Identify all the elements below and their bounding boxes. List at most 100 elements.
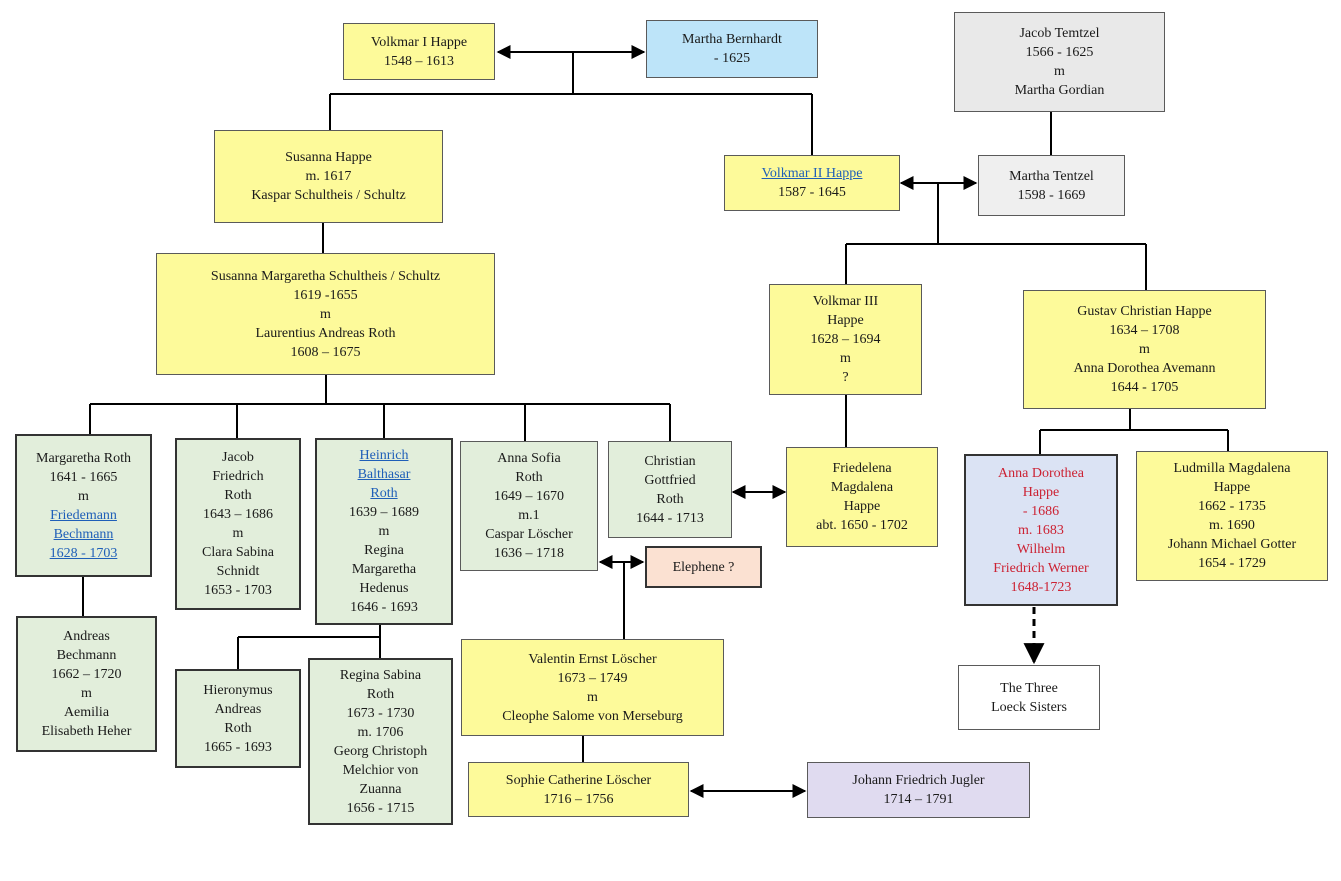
person-text-line: Roth (656, 491, 684, 507)
person-text-line: m (78, 488, 89, 504)
person-text-line: 1673 – 1749 (557, 670, 628, 686)
person-text-line: m (1054, 64, 1065, 79)
person-text-line: Margaretha (351, 562, 417, 577)
person-text-line: Andreas (63, 629, 110, 644)
person-text-line: Roth (224, 720, 252, 736)
person-text-line: 1636 – 1718 (494, 546, 564, 561)
person-text-line[interactable]: Roth (370, 486, 398, 501)
person-text-line: 1644 - 1705 (1110, 380, 1179, 395)
person-text-line: Martha Tentzel (1009, 168, 1094, 184)
person-text-line: Anna Dorothea Avemann (1073, 361, 1216, 376)
person-text-line: Friedelena (832, 461, 892, 476)
person-text-line: 1649 – 1670 (494, 489, 564, 504)
person-text-line: Zuanna (359, 781, 402, 797)
person-text-line: Georg Christoph (333, 743, 428, 759)
person-text-line: Happe (1213, 480, 1251, 495)
person-text-line: 1656 - 1715 (346, 800, 415, 816)
person-text-line: Anna Sofia (497, 451, 561, 466)
person-text-line[interactable]: Balthasar (357, 467, 411, 482)
person-text-line: Johann Friedrich Jugler (852, 773, 985, 788)
person-text-line: ? (842, 370, 849, 385)
person-text-line: Gottfried (644, 472, 696, 488)
person-box-martha-tentzel: Martha Tentzel 1598 - 1669 (978, 155, 1125, 216)
person-text-line: 1654 - 1729 (1198, 556, 1266, 571)
person-text-line: The Three (1000, 680, 1058, 696)
person-text-line: Melchior von (342, 762, 419, 778)
person-text-line: Laurentius Andreas Roth (255, 325, 396, 341)
person-text-line: Christian (644, 453, 696, 469)
person-text-line: Cleophe Salome von Merseburg (502, 708, 683, 724)
person-text-line: 1628 – 1694 (810, 332, 881, 347)
person-text-line: Magdalena (830, 480, 894, 495)
person-text-line: 1673 - 1730 (346, 705, 415, 721)
person-text-line: Wilhelm (1016, 541, 1066, 557)
person-text-line: Martha Gordian (1014, 83, 1105, 98)
person-text-line: m (1139, 342, 1150, 357)
person-text-line[interactable]: Heinrich (359, 448, 409, 463)
person-text-line: m (587, 689, 598, 705)
person-text-line: Roth (224, 488, 252, 503)
person-text-line: Roth (366, 686, 395, 702)
person-text-line: Martha Bernhardt (682, 32, 782, 47)
person-text-line: Friedrich (212, 469, 264, 484)
person-text-line: m (81, 686, 92, 701)
person-text-line: 1716 – 1756 (543, 791, 614, 807)
person-text-line: m. 1706 (357, 724, 404, 740)
person-text-line: m.1 (518, 508, 540, 523)
person-text-line: Ludmilla Magdalena (1173, 461, 1291, 476)
person-text-line[interactable]: Friedemann (50, 507, 117, 523)
person-text-line: Clara Sabina (202, 545, 274, 560)
person-text-line: Volkmar III (812, 294, 879, 309)
person-box-elephene: Elephene ? (645, 546, 762, 588)
person-text-line: 1646 - 1693 (350, 600, 418, 615)
person-text-line: Hedenus (359, 581, 409, 596)
person-box-volkmar2: Volkmar II Happe 1587 - 1645 (724, 155, 900, 211)
person-text-line: 1644 - 1713 (636, 510, 704, 526)
person-text-line: m (378, 524, 390, 539)
person-text-line: Regina Sabina (339, 667, 422, 683)
person-text-line: 1653 - 1703 (204, 583, 272, 598)
person-text-line[interactable]: 1628 - 1703 (49, 545, 118, 561)
person-box-martha-bernhardt: Martha Bernhardt- 1625 (646, 20, 818, 78)
person-text-line: 1608 – 1675 (290, 344, 361, 360)
person-text-line: Anna Dorothea (998, 465, 1084, 481)
person-text-line: Gustav Christian Happe (1077, 304, 1212, 319)
person-text-line: Happe (827, 313, 864, 328)
person-box-johann-friedrich-jugler: Johann Friedrich Jugler 1714 – 1791 (807, 762, 1030, 818)
person-text-line: Elephene ? (672, 559, 735, 575)
person-text-line: Susanna Happe (285, 150, 372, 165)
person-text-line: Margaretha Roth (36, 450, 131, 466)
person-text-line: Elisabeth Heher (41, 724, 132, 739)
person-text-line: 1714 – 1791 (883, 792, 954, 807)
person-text-line: Roth (515, 470, 543, 485)
person-text-line: 1665 - 1693 (204, 739, 272, 755)
person-text-line: Kaspar Schultheis / Schultz (251, 188, 406, 203)
person-text-line: Andreas (214, 701, 262, 717)
person-text-line[interactable]: Bechmann (53, 526, 114, 542)
person-text-line: 1619 -1655 (293, 287, 358, 303)
person-text-line: m (232, 526, 244, 541)
person-text-line: abt. 1650 - 1702 (816, 518, 908, 533)
person-text-line: Schnidt (216, 564, 260, 579)
person-text-line: Volkmar I Happe (370, 34, 468, 50)
person-text-line: m. 1617 (305, 169, 352, 184)
person-text-line: m. 1683 (1018, 522, 1064, 538)
person-text-line: 1598 - 1669 (1017, 187, 1086, 203)
person-text-line: 1587 - 1645 (778, 185, 846, 200)
person-text-line[interactable]: Volkmar II Happe (761, 166, 863, 181)
